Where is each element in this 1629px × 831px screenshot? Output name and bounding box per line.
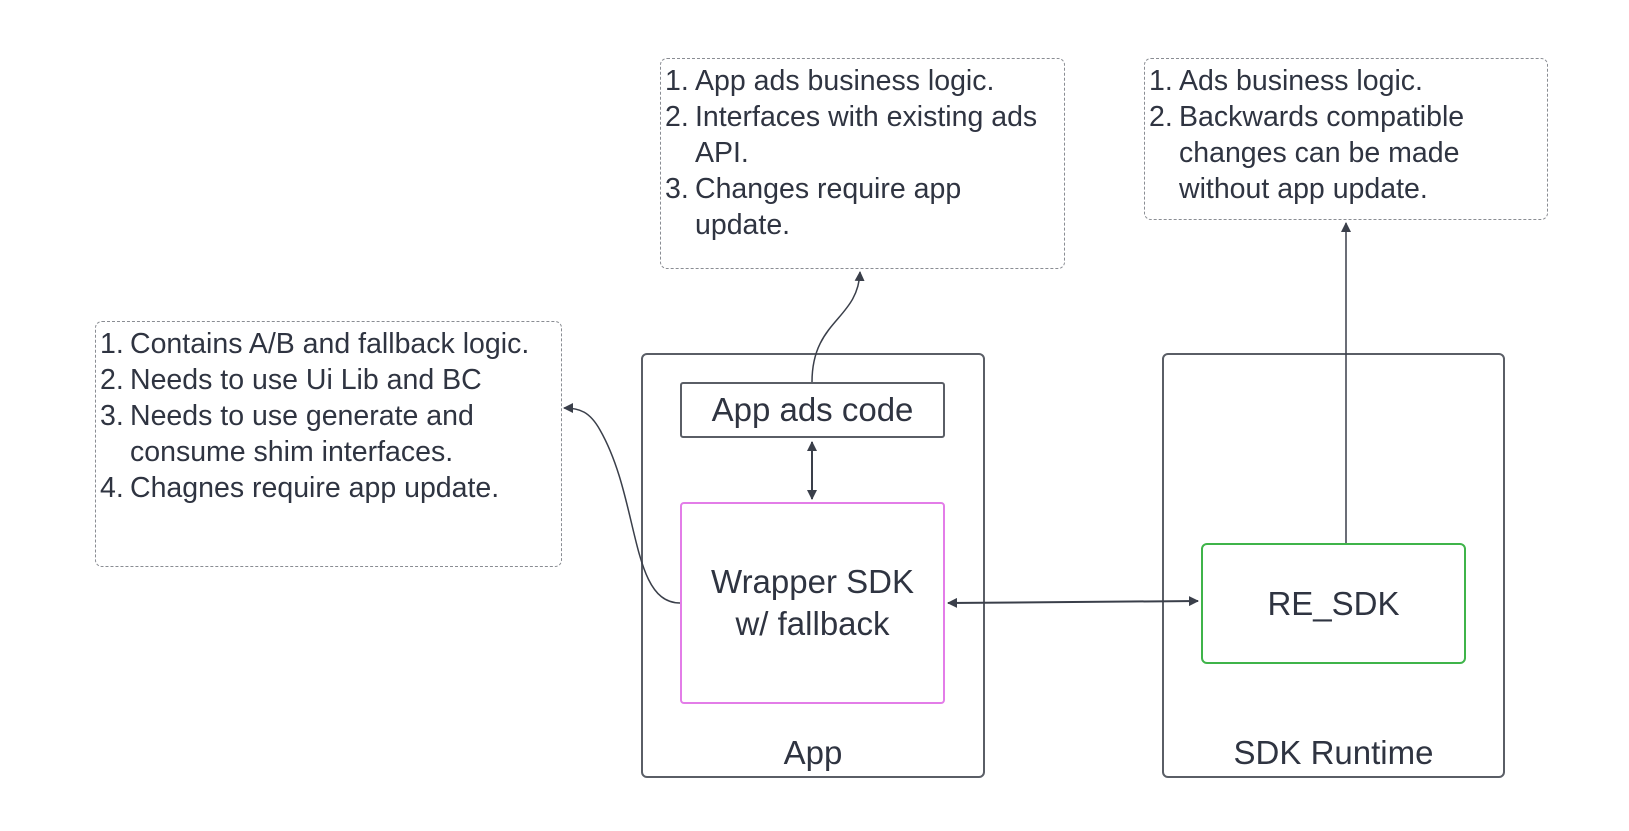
list-item: 3.Changes require app update. [665,173,962,241]
ads-code-to-note-connector [811,271,865,383]
wrapper-sdk-node[interactable]: Wrapper SDK w/ fallback [680,502,945,704]
app-ads-note-list: 1.App ads business logic. 2.Interfaces w… [665,63,1058,243]
re-sdk-note-list: 1.Ads business logic. 2.Backwards compat… [1149,63,1541,207]
list-item: 1.Contains A/B and fallback logic. [100,328,530,360]
wrapper-sdk-label-line2: w/ fallback [735,605,890,642]
wrapper-note: 1.Contains A/B and fallback logic. 2.Nee… [95,321,562,567]
list-item: 1.App ads business logic. [665,65,995,97]
wrapper-resdk-connector [947,596,1199,608]
wrapper-to-note-connector [563,403,681,604]
list-item: 1.Ads business logic. [1149,65,1423,97]
list-item: 2.Interfaces with existing ads API. [665,101,1038,169]
app-ads-code-node[interactable]: App ads code [680,382,945,438]
re-sdk-node[interactable]: RE_SDK [1201,543,1466,664]
sdk-runtime-label: SDK Runtime [1233,734,1434,771]
app-ads-code-label: App ads code [711,391,914,428]
app-ads-note: 1.App ads business logic. 2.Interfaces w… [660,58,1065,269]
list-item: 3.Needs to use generate and consume shim… [100,400,474,468]
list-item: 2.Needs to use Ui Lib and BC [100,364,482,396]
re-sdk-note: 1.Ads business logic. 2.Backwards compat… [1144,58,1548,220]
app-label: App [783,734,843,771]
list-item: 4.Chagnes require app update. [100,472,500,504]
re-sdk-label: RE_SDK [1267,584,1400,622]
wrapper-sdk-label: Wrapper SDK w/ fallback [711,561,914,645]
wrapper-sdk-label-line1: Wrapper SDK [711,563,914,600]
wrapper-note-list: 1.Contains A/B and fallback logic. 2.Nee… [100,326,555,506]
list-item: 2.Backwards compatible changes can be ma… [1149,101,1465,205]
